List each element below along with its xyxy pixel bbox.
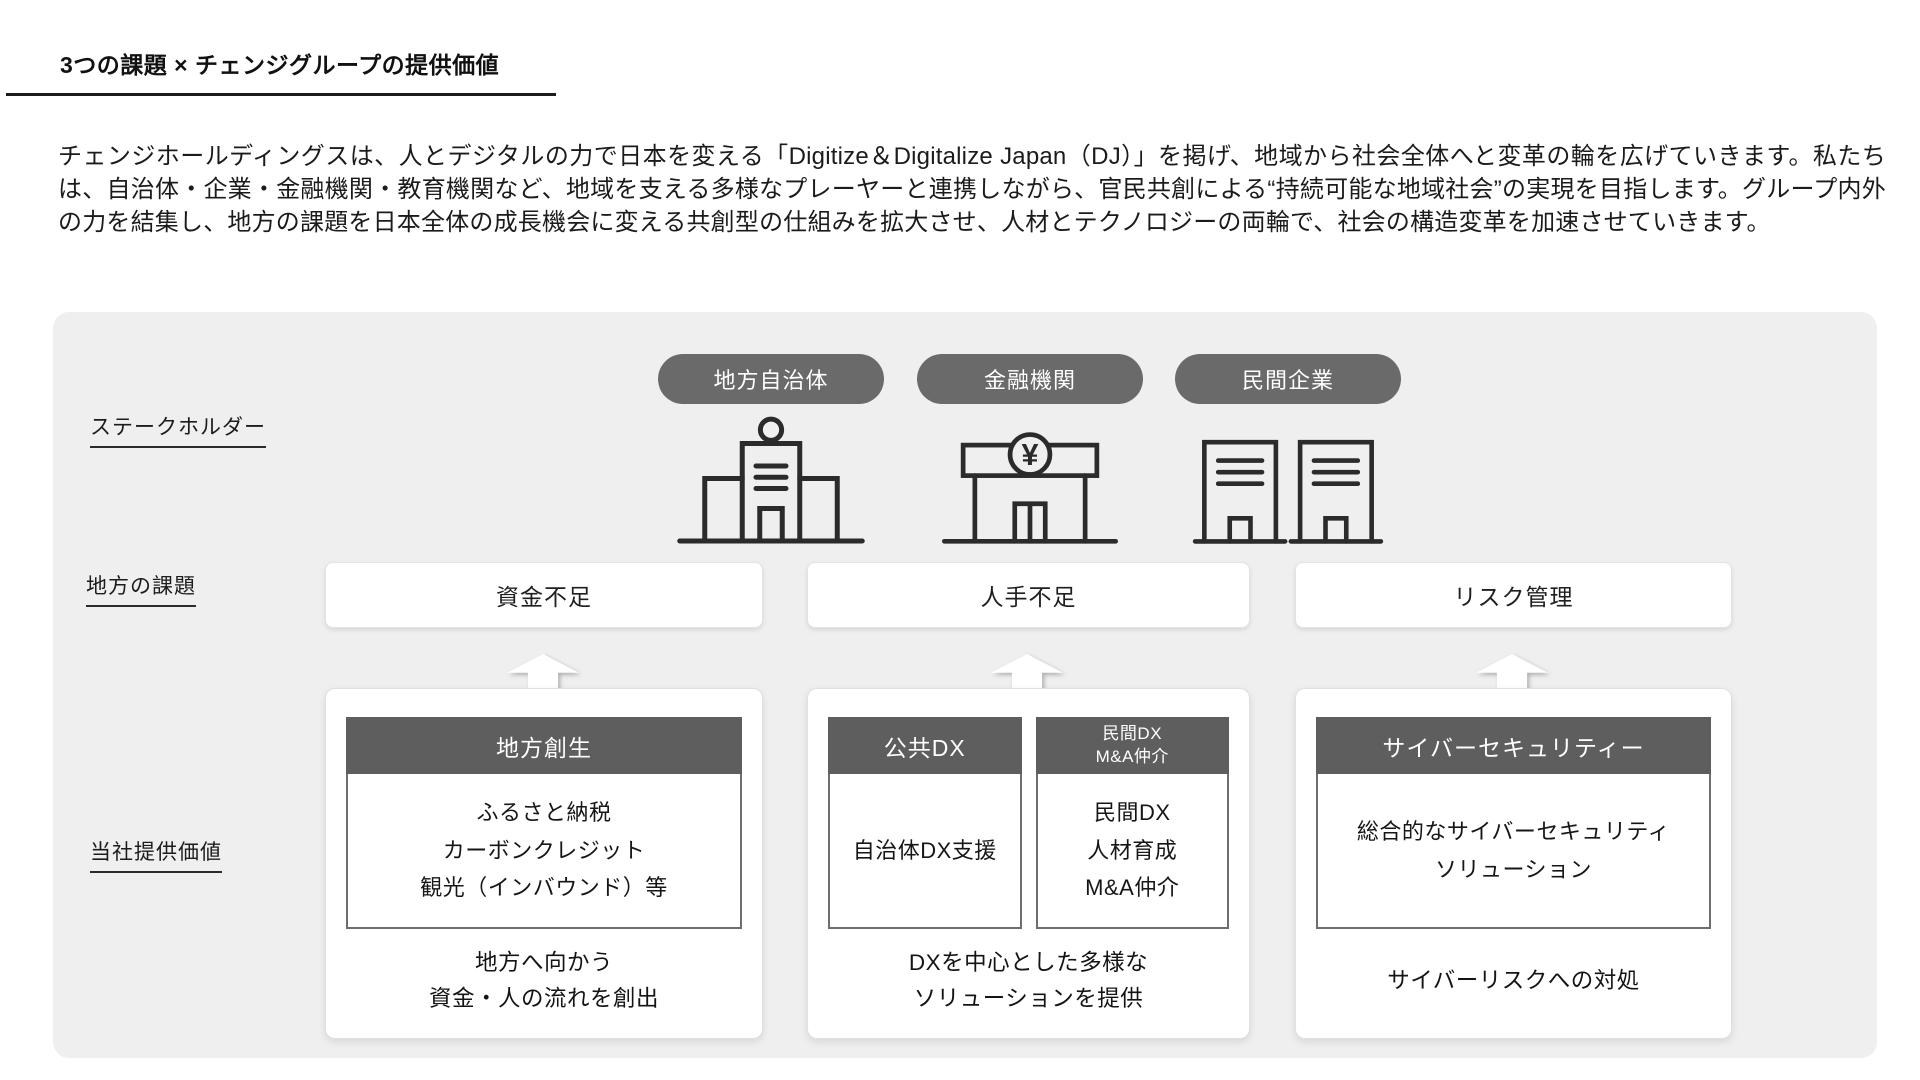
solution-private-dx-ma: 民間DX M&A仲介 民間DX 人材育成 M&A仲介 [1035,717,1229,929]
challenges-label: 地方の課題 [86,570,196,607]
diagram-panel: ステークホルダー 地方の課題 当社提供価値 地方自治体 金融機関 [53,312,1877,1058]
up-arrow-shape [991,654,1063,690]
challenge-box-labor-shortage: 人手不足 [807,562,1250,628]
challenge-box-funding-shortage: 資金不足 [325,562,763,628]
solution-header: サイバーセキュリティー [1316,717,1711,774]
solution-public-dx: 公共DX 自治体DX支援 [828,717,1022,929]
up-arrow-labor [991,654,1063,690]
stakeholder-group-private-companies: 民間企業 [1173,354,1403,546]
solution-header: 地方創生 [346,717,742,774]
up-arrow-funding [507,654,579,690]
solutions-row: サイバーセキュリティー 総合的なサイバーセキュリティ ソリューション [1316,717,1711,929]
stakeholder-group-financial-institution: 金融機関 ¥ [915,354,1145,546]
value-card-cybersecurity: サイバーセキュリティー 総合的なサイバーセキュリティ ソリューション サイバーリ… [1295,688,1732,1039]
value-card-dx: 公共DX 自治体DX支援 民間DX M&A仲介 民間DX 人材育成 M&A仲介 … [807,688,1250,1039]
up-arrow-risk [1476,654,1548,690]
solution-body: 総合的なサイバーセキュリティ ソリューション [1316,774,1711,929]
solution-body: 民間DX 人材育成 M&A仲介 [1035,774,1229,929]
card-summary: サイバーリスクへの対処 [1387,968,1640,993]
up-arrow-shape [1476,654,1548,690]
bank-icon: ¥ [940,416,1120,546]
office-buildings-icon [1188,416,1388,546]
value-label: 当社提供価値 [90,836,222,873]
solution-body: 自治体DX支援 [828,774,1022,929]
page-title: 3つの課題 × チェンジグループの提供価値 [60,52,500,78]
solution-cybersecurity: サイバーセキュリティー 総合的なサイバーセキュリティ ソリューション [1316,717,1711,929]
stakeholders-label: ステークホルダー [90,411,266,448]
government-building-icon [676,416,866,546]
solution-header: 公共DX [828,717,1022,774]
solution-regional-revitalization: 地方創生 ふるさと納税 カーボンクレジット 観光（インバウンド）等 [346,717,742,929]
stakeholder-group-local-government: 地方自治体 [656,354,886,546]
intro-paragraph: チェンジホールディングスは、人とデジタルの力で日本を変える「Digitize＆D… [58,143,1886,236]
card-summary: DXを中心とした多様な ソリューションを提供 [908,950,1149,1011]
solution-header: 民間DX M&A仲介 [1035,717,1229,774]
stakeholder-pill-private-companies: 民間企業 [1175,354,1401,404]
solutions-row: 公共DX 自治体DX支援 民間DX M&A仲介 民間DX 人材育成 M&A仲介 [828,717,1229,929]
page-title-block: 3つの課題 × チェンジグループの提供価値 [6,46,556,96]
challenge-box-risk-management: リスク管理 [1295,562,1732,628]
card-summary: 地方へ向かう 資金・人の流れを創出 [428,950,659,1011]
up-arrow-shape [507,654,579,690]
stakeholder-pill-local-government: 地方自治体 [658,354,884,404]
solutions-row: 地方創生 ふるさと納税 カーボンクレジット 観光（インバウンド）等 [346,717,742,929]
yen-symbol: ¥ [1022,438,1039,472]
solution-body: ふるさと納税 カーボンクレジット 観光（インバウンド）等 [346,774,742,929]
stakeholder-pill-financial-institution: 金融機関 [917,354,1143,404]
value-card-regional-revitalization: 地方創生 ふるさと納税 カーボンクレジット 観光（インバウンド）等 地方へ向かう… [325,688,763,1039]
